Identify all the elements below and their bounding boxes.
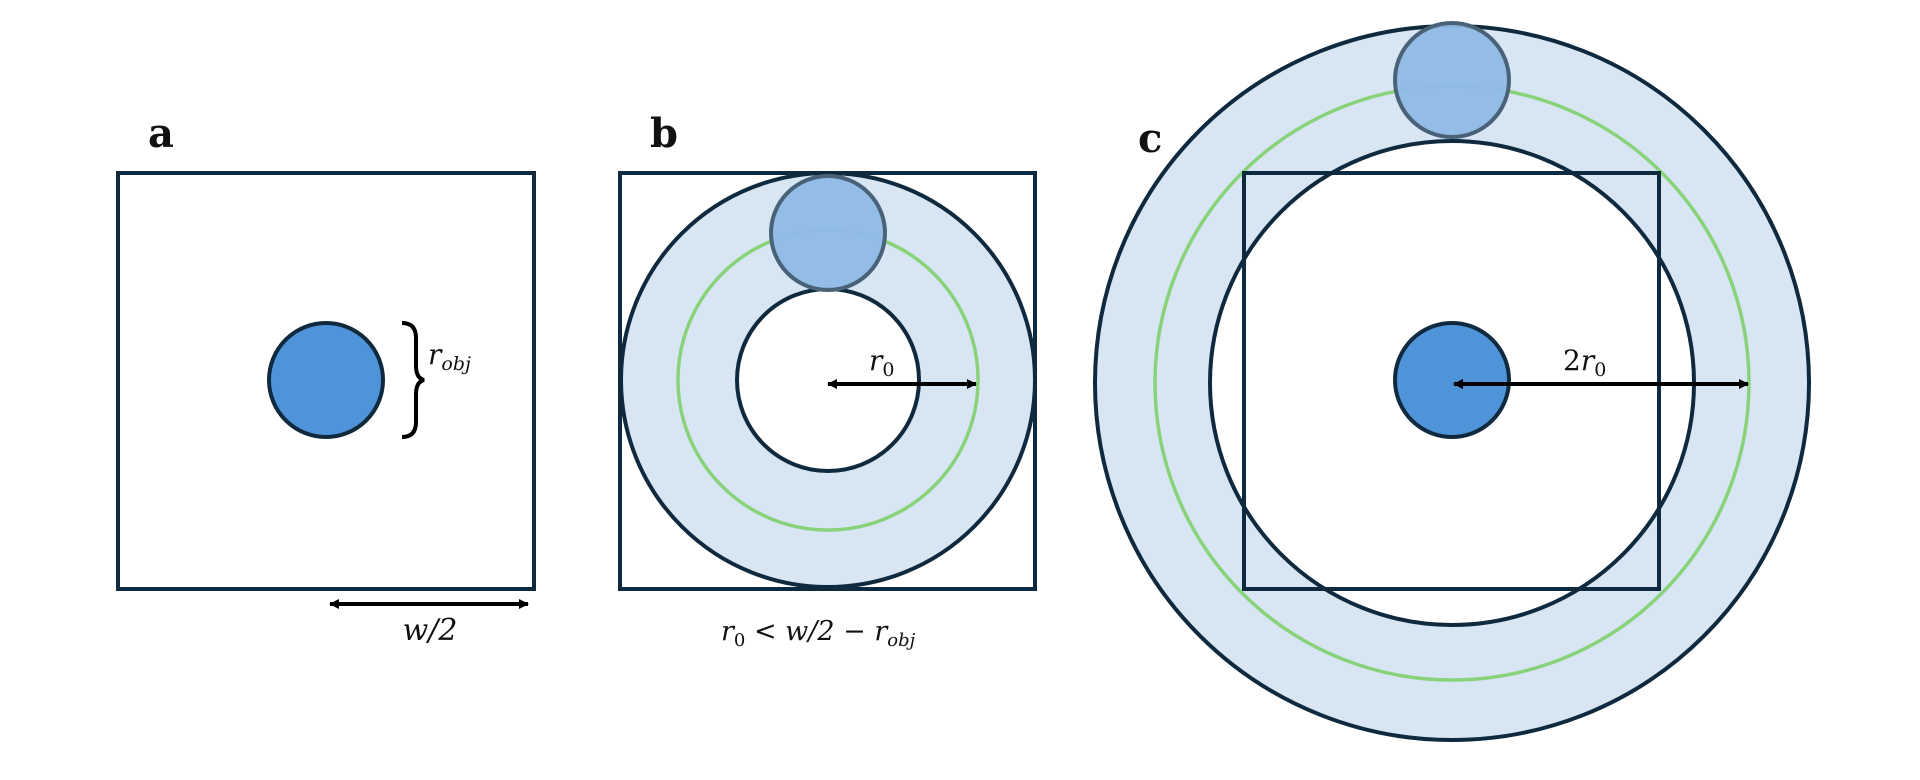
panel-a-halfwidth-label: w/2 <box>403 613 458 648</box>
panel-a: a robj w/2 <box>116 110 536 648</box>
panel-c-object <box>1393 321 1511 439</box>
panel-b-condition-label: r0 < w/2 − robj <box>721 616 916 651</box>
panel-c: c 2r0 <box>1093 21 1811 742</box>
panel-c-object-translated <box>1393 21 1511 139</box>
panel-c-radius-label: 2r0 <box>1563 344 1606 381</box>
panel-a-radius-label: robj <box>428 338 471 375</box>
panel-a-radius-brace <box>401 321 425 439</box>
panel-b: b r0 r0 < w/2 − robj <box>618 110 1037 651</box>
panel-a-frame <box>116 171 536 591</box>
panel-b-radius-label: r0 <box>869 344 894 381</box>
panel-a-object <box>267 321 385 439</box>
panel-c-label: c <box>1138 115 1162 162</box>
panel-b-object-translated <box>769 174 887 292</box>
panel-a-label: a <box>148 110 174 157</box>
panel-b-label: b <box>650 110 678 157</box>
